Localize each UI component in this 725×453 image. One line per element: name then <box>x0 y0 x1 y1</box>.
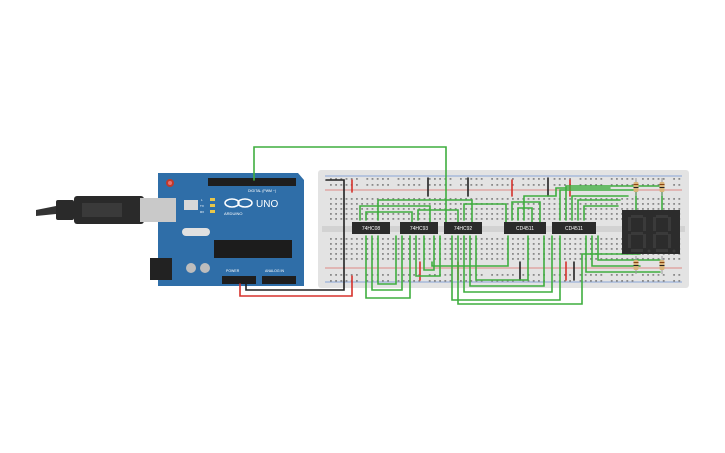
tx-led <box>210 204 215 207</box>
digital-label: DIGITAL (PWM ~) <box>248 189 276 193</box>
power-header[interactable] <box>222 276 256 284</box>
l-label: L <box>201 198 203 202</box>
l-led <box>210 198 215 201</box>
arduino-logo-icon <box>224 198 240 208</box>
resistors <box>633 178 665 274</box>
wire-red-5v[interactable] <box>239 275 353 297</box>
chip-cd4511-1[interactable]: CD4511 <box>504 222 546 234</box>
power-jack <box>150 258 172 280</box>
capacitor-1 <box>186 263 196 273</box>
analog-header[interactable] <box>262 276 296 284</box>
analog-label: ANALOG IN <box>265 269 285 273</box>
resistor-4[interactable] <box>659 256 665 274</box>
atmega-chip <box>214 240 292 258</box>
chip-label: CD4511 <box>565 226 583 232</box>
arduino-brand-text: ARDUINO <box>224 211 242 216</box>
chip-74hc92[interactable]: 74HC92 <box>444 222 482 234</box>
arduino-uno-board[interactable]: UNO ARDUINO DIGITAL (PWM ~) POWER ANALOG… <box>140 173 304 286</box>
resistor-2[interactable] <box>659 178 665 196</box>
segment <box>628 234 631 248</box>
ic-chips: 74HC08 74HC93 74HC92 CD4511 CD4511 <box>352 222 596 234</box>
capacitor-2 <box>200 263 210 273</box>
digit-1 <box>628 215 651 253</box>
wire-green[interactable] <box>253 146 447 223</box>
uno-text: UNO <box>256 199 278 210</box>
segment <box>653 217 656 231</box>
crystal <box>184 200 198 210</box>
segment <box>656 215 668 218</box>
usb-cable[interactable] <box>36 196 176 224</box>
decimal-point <box>672 249 676 253</box>
power-label: POWER <box>226 269 240 273</box>
chip-cd4511-2[interactable]: CD4511 <box>552 222 596 234</box>
segment <box>628 217 631 231</box>
digit-2 <box>653 215 676 253</box>
segment <box>656 232 668 235</box>
chip-label: 74HC93 <box>410 226 429 232</box>
chip-74hc08[interactable]: 74HC08 <box>352 222 390 234</box>
chip-74hc93[interactable]: 74HC93 <box>400 222 438 234</box>
wire-black-gnd[interactable] <box>245 179 345 291</box>
segment <box>668 234 671 248</box>
segment <box>643 234 646 248</box>
segment <box>668 217 671 231</box>
chip-label: CD4511 <box>516 226 534 232</box>
wires <box>239 146 663 305</box>
segment <box>643 217 646 231</box>
rx-led <box>210 210 215 213</box>
resistor-1[interactable] <box>633 178 639 196</box>
digital-header[interactable] <box>208 178 296 186</box>
seven-segment-display[interactable] <box>622 210 680 254</box>
segment <box>656 249 668 252</box>
tx-label: TX <box>200 204 204 208</box>
resistor-3[interactable] <box>633 256 639 274</box>
segment <box>631 215 643 218</box>
usb-port <box>140 198 176 222</box>
rx-label: RX <box>200 210 204 214</box>
chip-label: 74HC92 <box>454 226 473 232</box>
oscillator <box>182 228 210 236</box>
segment <box>631 249 643 252</box>
decimal-point <box>647 249 651 253</box>
segment <box>653 234 656 248</box>
breadboard-center-channel <box>322 226 685 232</box>
chip-label: 74HC08 <box>362 226 381 232</box>
segment <box>631 232 643 235</box>
